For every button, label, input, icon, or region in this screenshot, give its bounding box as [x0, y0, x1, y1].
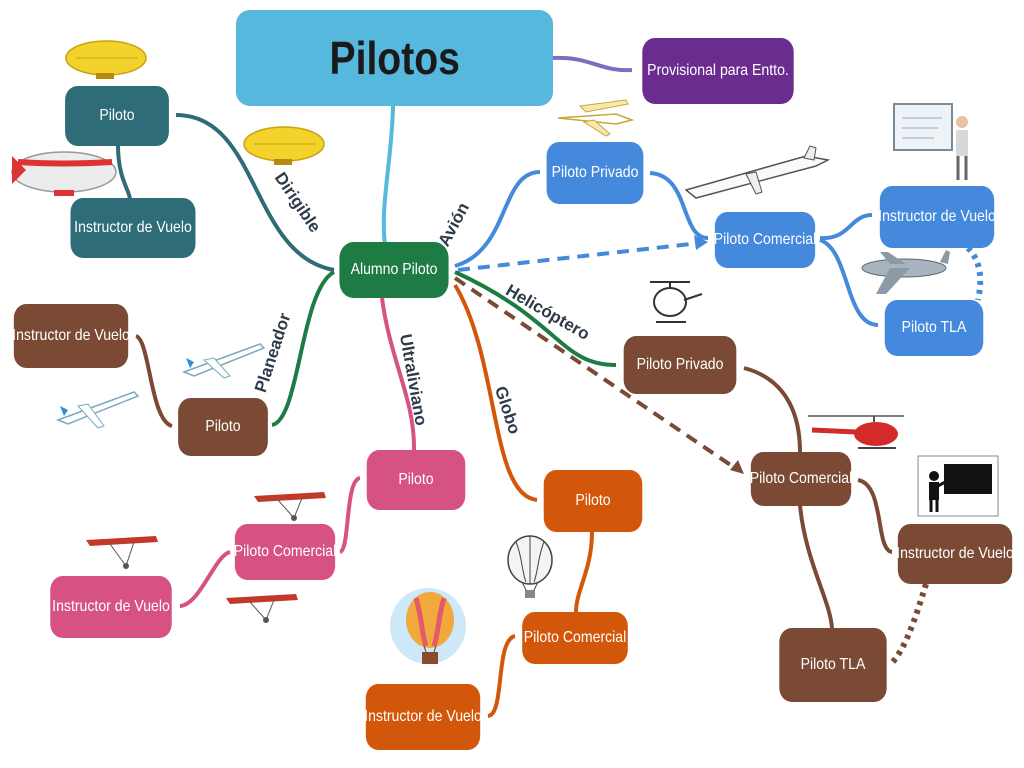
avion-instructor-label: Instructor de Vuelo — [878, 208, 996, 225]
avion-privado-label: Piloto Privado — [551, 164, 639, 181]
helicoptero-comercial-node: Piloto Comercial — [749, 452, 853, 506]
provisional-node: Provisional para Entto. — [642, 38, 794, 104]
ultraliviano-comercial-node: Piloto Comercial — [233, 524, 337, 580]
blimp-icon — [65, 40, 147, 79]
helicoptero-comercial-label: Piloto Comercial — [749, 470, 853, 487]
ultraliviano-piloto-label: Piloto — [398, 471, 434, 488]
avion-instructor-node: Instructor de Vuelo — [878, 186, 996, 248]
blimp-icon — [243, 126, 325, 165]
connector-ultraliviano — [380, 297, 417, 451]
connector-heli-dashed — [453, 276, 737, 470]
connector-globo-instructor — [487, 634, 516, 718]
planeador-instructor-label: Instructor de Vuelo — [12, 327, 130, 344]
connector-avion-comercial — [649, 171, 709, 240]
ultralight-icon — [254, 492, 326, 521]
helicoptero-tla-label: Piloto TLA — [800, 656, 866, 673]
ultralight-icon — [226, 594, 298, 623]
globo-instructor-label: Instructor de Vuelo — [364, 708, 482, 725]
connector-globo-comercial — [574, 531, 594, 613]
connector-dirigible-instructor — [116, 144, 132, 201]
glider-icon — [181, 343, 266, 379]
connector-heli-comercial — [743, 366, 802, 453]
arrowhead-avion — [694, 235, 708, 250]
helicopter-icon — [650, 281, 703, 323]
glider-icon — [55, 391, 140, 429]
dirigible-piloto-label: Piloto — [99, 107, 135, 124]
ultraliviano-piloto-node: Piloto — [366, 450, 466, 510]
connector-title-center — [381, 105, 395, 246]
cartoon-balloon-icon — [390, 588, 466, 664]
light-plane-icon — [557, 99, 635, 137]
jet-icon — [684, 145, 831, 199]
center-node: Alumno Piloto — [339, 242, 449, 298]
planeador-piloto-node: Piloto — [178, 398, 268, 456]
avion-tla-label: Piloto TLA — [901, 319, 967, 336]
globo-instructor-node: Instructor de Vuelo — [364, 684, 482, 750]
globo-comercial-node: Piloto Comercial — [522, 612, 628, 664]
connector-globo — [453, 283, 538, 502]
helicoptero-privado-node: Piloto Privado — [623, 336, 737, 394]
helicoptero-instructor-node: Instructor de Vuelo — [896, 524, 1014, 584]
helicoptero-instructor-label: Instructor de Vuelo — [896, 545, 1014, 562]
ultralight-icon — [86, 536, 158, 569]
globo-comercial-label: Piloto Comercial — [523, 629, 627, 646]
avion-comercial-node: Piloto Comercial — [713, 212, 817, 268]
helicopter-icon — [808, 415, 904, 449]
dirigible-instructor-label: Instructor de Vuelo — [74, 219, 192, 236]
planeador-piloto-label: Piloto — [205, 418, 241, 435]
helicoptero-tla-node: Piloto TLA — [779, 628, 887, 702]
helicoptero-privado-label: Piloto Privado — [636, 356, 724, 373]
connector-dirigible — [175, 113, 335, 272]
connector-heli-tla — [798, 504, 834, 629]
page-title: Pilotos — [329, 32, 460, 84]
instructor-board-icon — [893, 103, 968, 180]
globo-piloto-label: Piloto — [575, 492, 611, 509]
connector-avion-dotted — [965, 245, 984, 301]
connector-heli-instructor — [857, 478, 893, 554]
avion-tla-node: Piloto TLA — [884, 300, 984, 356]
connector-helicoptero — [454, 270, 617, 367]
dirigible-piloto-node: Piloto — [65, 86, 169, 146]
ultraliviano-instructor-node: Instructor de Vuelo — [50, 576, 172, 638]
blimp-icon — [11, 151, 117, 196]
connector-ultra-comercial — [338, 476, 362, 554]
connector-avion — [454, 170, 541, 268]
arrowhead-heli — [730, 460, 744, 474]
ultraliviano-comercial-label: Piloto Comercial — [233, 543, 337, 560]
connector-ultra-instructor — [179, 550, 231, 608]
balloon-icon — [507, 535, 553, 598]
teacher-icon — [917, 455, 999, 517]
center-label: Alumno Piloto — [350, 261, 438, 278]
connector-avion-instructor — [819, 213, 873, 241]
avion-privado-node: Piloto Privado — [546, 142, 644, 204]
title-node: Pilotos — [236, 10, 553, 106]
dirigible-instructor-node: Instructor de Vuelo — [70, 198, 196, 258]
planeador-instructor-node: Instructor de Vuelo — [12, 304, 130, 368]
connector-title-provisional — [552, 55, 633, 73]
connector-planeador — [271, 270, 336, 427]
airliner-icon — [861, 250, 950, 294]
avion-comercial-label: Piloto Comercial — [713, 231, 817, 248]
connector-avion-dashed — [457, 241, 701, 272]
globo-piloto-node: Piloto — [543, 470, 643, 532]
provisional-label: Provisional para Entto. — [647, 62, 789, 79]
connector-avion-tla — [819, 238, 879, 327]
ultraliviano-instructor-label: Instructor de Vuelo — [52, 598, 170, 615]
connector-heli-dotted — [887, 583, 929, 668]
connector-planeador-instructor — [134, 334, 173, 428]
